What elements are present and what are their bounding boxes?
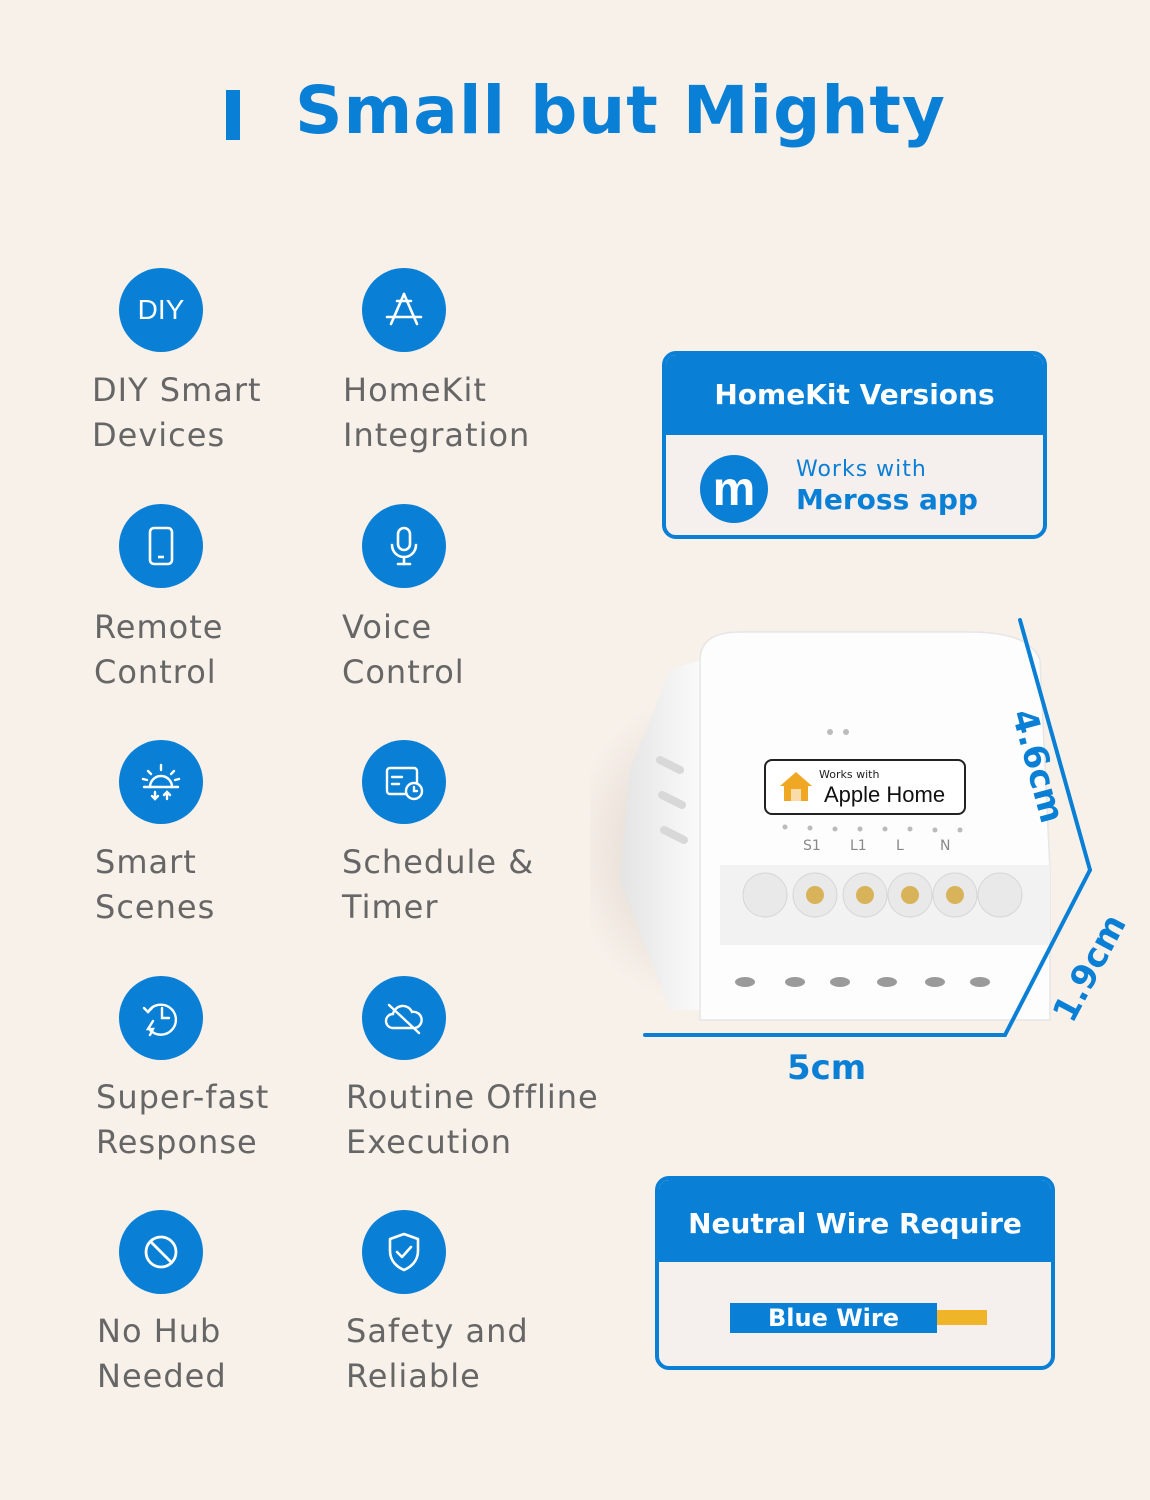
feature-label-schedule: Schedule &Timer [342,843,535,926]
shield-check-icon [362,1210,446,1294]
microphone-icon [362,504,446,588]
page-title: Small but Mighty [295,72,946,149]
neutral-wire-title: Neutral Wire Require [659,1180,1051,1262]
terminal-label: S1 [803,838,821,854]
blue-wire: Blue Wire [730,1303,937,1333]
terminal-label: L [896,838,904,854]
meross-logo: m [700,455,768,523]
title-accent-bar [226,90,240,140]
fast-response-icon [119,976,203,1060]
home-icon [780,772,812,801]
wire-copper-end [937,1310,987,1325]
device-body-illustration [590,631,1051,1021]
dimension-lines [643,618,1092,1037]
diy-icon: DIY [119,268,203,352]
apple-home-badge: Works with Apple Home [764,759,966,815]
width-dimension: 5cm [787,1048,867,1088]
homekit-versions-title: HomeKit Versions [666,355,1043,435]
schedule-clock-icon [362,740,446,824]
no-hub-icon [119,1210,203,1294]
neutral-wire-card: Neutral Wire Require Blue Wire [655,1176,1055,1370]
homekit-versions-card: HomeKit Versions m Works with Meross app [662,351,1047,539]
sunrise-icon [119,740,203,824]
app-store-icon [362,268,446,352]
tablet-icon [119,504,203,588]
terminal-label: L1 [850,838,867,854]
terminal-label: N [940,838,951,854]
works-with-label: Works with [796,457,927,482]
offline-cloud-icon [362,976,446,1060]
meross-app-label: Meross app [796,483,978,516]
